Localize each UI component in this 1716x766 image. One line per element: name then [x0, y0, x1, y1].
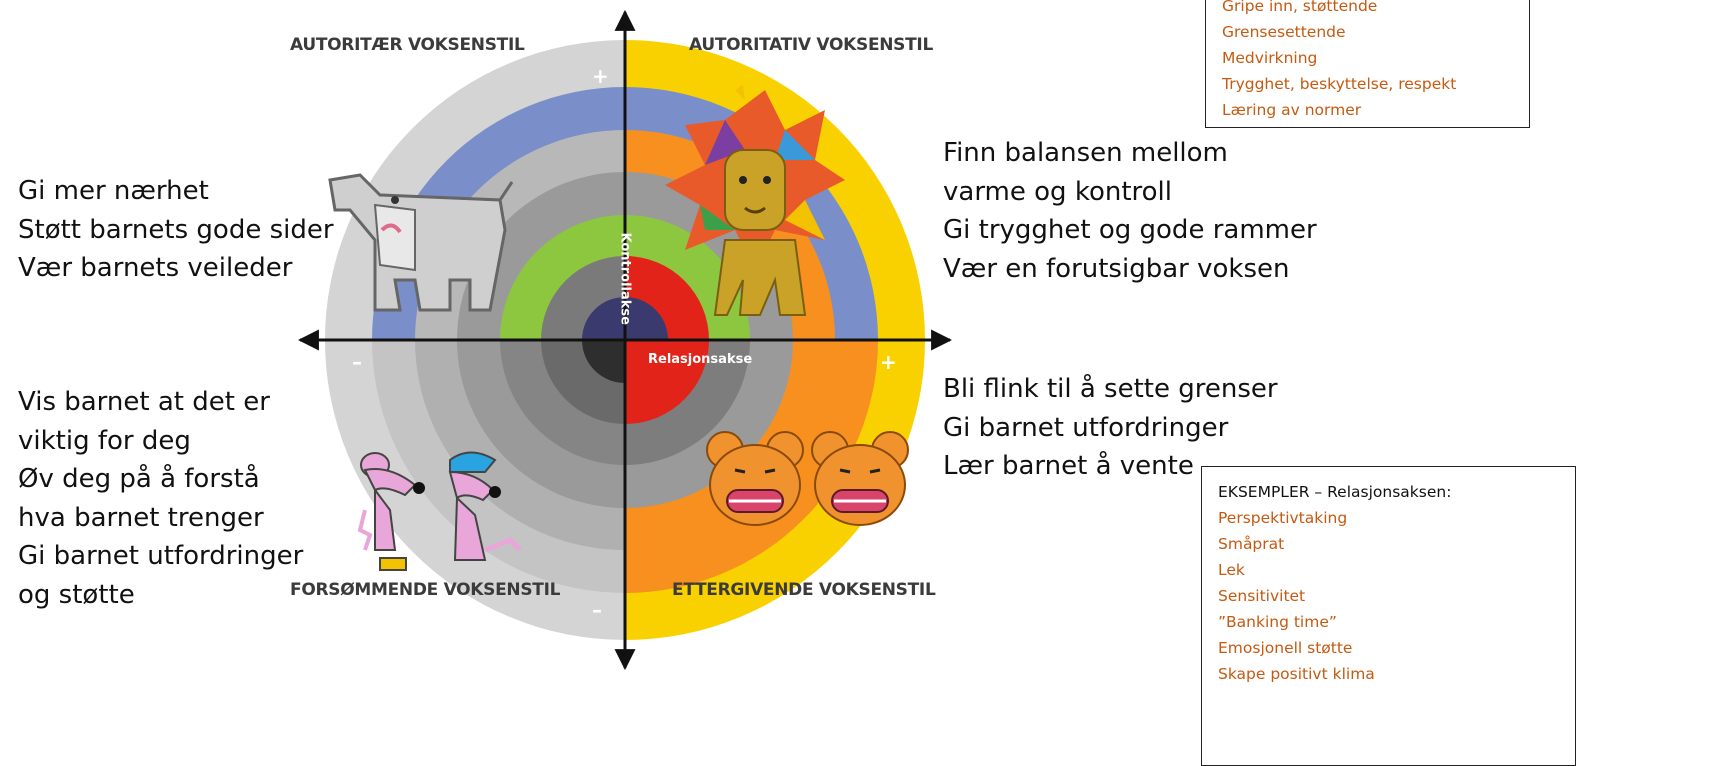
advice-top-right: Finn balansen mellom varme og kontroll G… — [943, 134, 1317, 288]
example-item: ”Banking time” — [1218, 613, 1337, 631]
advice-line: Finn balansen mellom — [943, 138, 1228, 168]
advice-line: viktig for deg — [18, 425, 191, 456]
minus-left: – — [352, 350, 362, 374]
example-item: Emosjonell støtte — [1218, 639, 1353, 657]
elephant-illustration — [328, 173, 514, 312]
example-item: Perspektivtaking — [1218, 509, 1348, 527]
horizontal-axis-label: Relasjonsakse — [648, 352, 753, 367]
advice-line: Støtt barnets gode sider — [18, 214, 334, 245]
example-item: Trygghet, beskyttelse, respekt — [1222, 75, 1457, 93]
plus-top: + — [592, 64, 609, 88]
advice-line: Vis barnet at det er — [18, 387, 270, 417]
title-permissive: ETTERGIVENDE VOKSENSTIL — [672, 580, 936, 600]
example-item: Medvirkning — [1222, 49, 1318, 67]
example-item: Læring av normer — [1222, 101, 1362, 119]
plus-right: + — [880, 350, 897, 374]
title-neglectful: FORSØMMENDE VOKSENSTIL — [290, 580, 561, 600]
advice-bottom-right: Bli flink til å sette grenser Gi barnet … — [943, 370, 1278, 486]
example-item: Sensitivitet — [1218, 587, 1306, 605]
advice-line: Bli flink til å sette grenser — [943, 374, 1278, 404]
advice-line: Øv deg på å forstå — [18, 464, 260, 494]
advice-line: Vær barnets veileder — [18, 253, 293, 283]
lion-illustration — [665, 85, 845, 316]
relation-examples-title: EKSEMPLER – Relasjonsaksen: — [1218, 483, 1452, 501]
relation-examples-box: EKSEMPLER – Relasjonsaksen: Perspektivta… — [1201, 466, 1576, 766]
advice-line: Gi mer nærhet — [18, 176, 209, 206]
advice-top-left: Gi mer nærhet Støtt barnets gode sider V… — [18, 172, 334, 288]
advice-line: varme og kontroll — [943, 176, 1172, 207]
ring-segment — [582, 297, 625, 340]
ring-segment — [625, 297, 668, 340]
advice-line: Gi barnet utfordringer — [18, 541, 304, 571]
minus-bottom: – — [592, 598, 602, 622]
ring-segment — [625, 340, 668, 383]
advice-line: og støtte — [18, 579, 135, 610]
example-item: Lek — [1218, 561, 1245, 579]
control-examples-box: Gripe inn, støttende Grensesettende Medv… — [1205, 0, 1530, 128]
advice-line: Gi trygghet og gode rammer — [943, 215, 1317, 245]
advice-bottom-left: Vis barnet at det er viktig for deg Øv d… — [18, 383, 303, 614]
title-authoritarian: AUTORITÆR VOKSENSTIL — [290, 35, 525, 55]
vertical-axis-label: Kontrollakse — [617, 232, 633, 325]
bears-illustration — [706, 431, 909, 526]
mice-illustration — [357, 451, 522, 571]
example-item: Gripe inn, støttende — [1222, 0, 1378, 15]
example-item: Grensesettende — [1222, 23, 1346, 41]
advice-line: Vær en forutsigbar voksen — [943, 253, 1290, 284]
example-item: Skape positivt klima — [1218, 665, 1375, 683]
advice-line: Lær barnet å vente — [943, 451, 1194, 481]
advice-line: Gi barnet utfordringer — [943, 412, 1229, 443]
advice-line: hva barnet trenger — [18, 502, 264, 533]
ring-segment — [582, 340, 625, 383]
example-item: Småprat — [1218, 535, 1285, 553]
title-authoritative: AUTORITATIV VOKSENSTIL — [689, 35, 933, 55]
